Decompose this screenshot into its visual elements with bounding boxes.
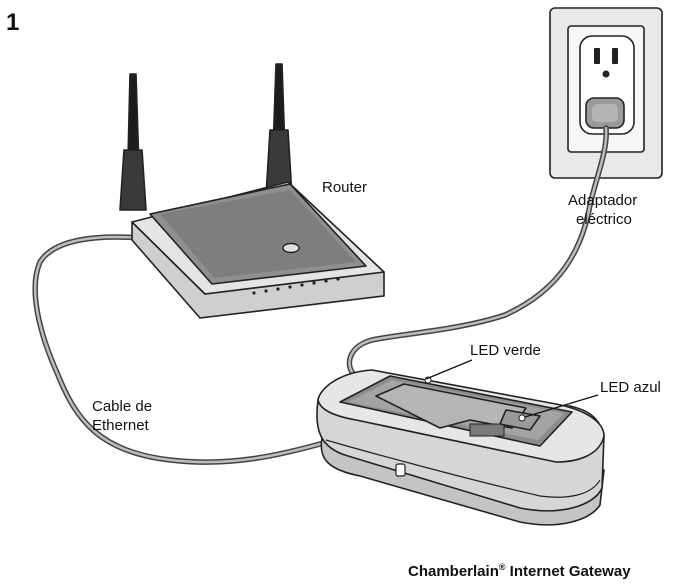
adapter-label-line2: eléctrico <box>576 211 632 228</box>
ethernet-label-line2: Ethernet <box>92 417 150 434</box>
product-caption: Chamberlain® Internet Gateway <box>408 562 631 580</box>
router <box>119 63 385 319</box>
step-number: 1 <box>6 9 19 36</box>
adapter-label-line1: Adaptador <box>568 192 637 209</box>
ethernet-label-line1: Cable de <box>92 398 152 415</box>
led-blue-leader <box>524 394 599 418</box>
led-green-leader <box>425 359 473 380</box>
router-label: Router <box>322 179 367 196</box>
led-green-label: LED verde <box>470 342 541 359</box>
wall-outlet <box>549 7 663 179</box>
product-brand: Chamberlain <box>408 563 499 580</box>
led-blue-label: LED azul <box>600 379 661 396</box>
product-name: Internet Gateway <box>506 563 632 580</box>
internet-gateway <box>316 369 605 526</box>
registered-mark: ® <box>499 562 506 572</box>
